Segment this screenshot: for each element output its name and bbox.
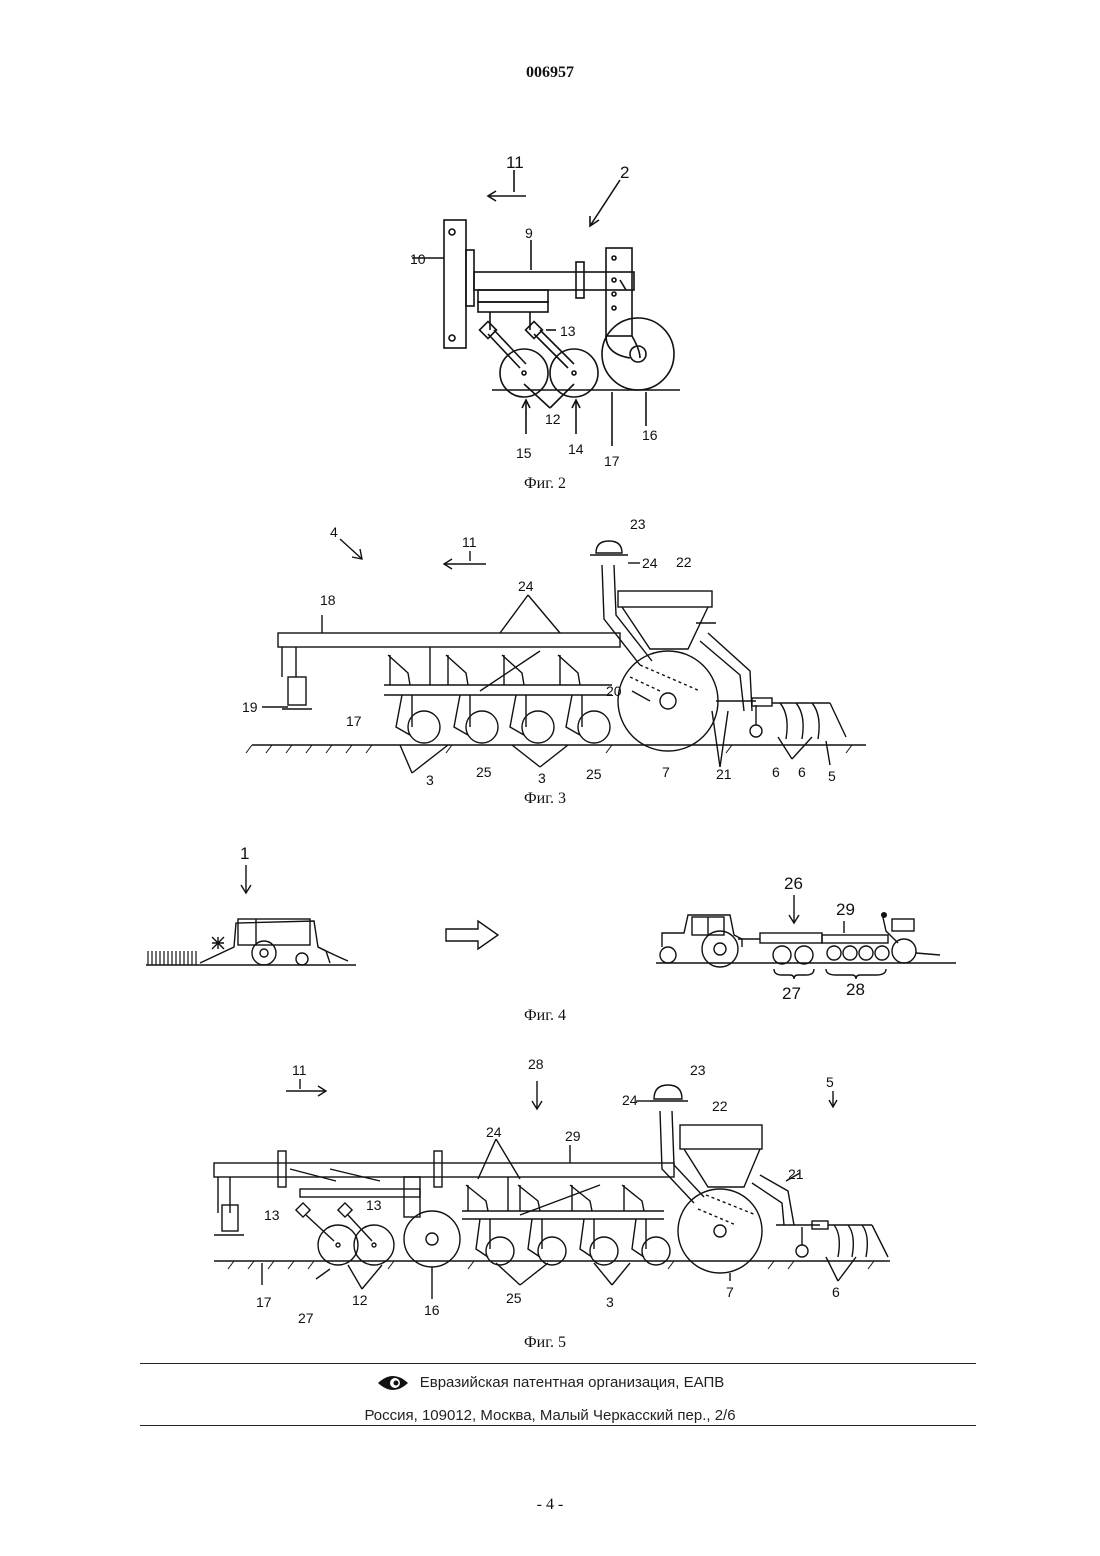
fig4-label-27: 27 [782,984,801,1003]
figure-2-drawing: 11 2 9 10 13 12 15 14 16 17 Фиг. 2 [0,140,1100,500]
fig5-label-25: 25 [506,1290,522,1306]
page-number: - 4 - [0,1496,1100,1514]
fig3-label-3b: 3 [538,770,546,786]
figure-5: 11 28 23 24 22 24 29 21 5 13 13 17 27 12… [0,1045,1100,1355]
fig2-label-17: 17 [604,453,620,469]
fig3-label-17: 17 [346,713,362,729]
fig2-label-13: 13 [560,323,576,339]
fig5-label-6: 6 [832,1284,840,1300]
fig5-caption: Фиг. 5 [524,1334,566,1351]
figure-4-drawing: 1 26 29 27 28 Фиг. 4 [0,835,1100,1030]
fig3-label-24-pipe: 24 [642,555,658,571]
fig3-label-6a: 6 [772,764,780,780]
fig5-label-11: 11 [292,1062,307,1078]
fig5-label-12: 12 [352,1292,368,1308]
figure-3-drawing: 4 11 23 24 22 18 24 20 19 17 3 25 3 25 7… [0,505,1100,810]
fig5-label-3: 3 [606,1294,614,1310]
fig3-label-3a: 3 [426,772,434,788]
fig2-label-16: 16 [642,427,658,443]
fig4-label-26: 26 [784,874,803,893]
fig5-label-13a: 13 [264,1207,280,1223]
fig3-label-19: 19 [242,699,258,715]
figure-4: 1 26 29 27 28 Фиг. 4 [0,835,1100,1030]
fig4-caption: Фиг. 4 [524,1007,566,1024]
fig3-label-4: 4 [330,524,338,540]
fig5-label-7: 7 [726,1284,734,1300]
fig4-label-28: 28 [846,980,865,999]
fig5-label-22: 22 [712,1098,728,1114]
fig2-label-12: 12 [545,411,561,427]
fig5-label-27: 27 [298,1310,314,1326]
fig3-label-7: 7 [662,764,670,780]
fig5-label-23: 23 [690,1062,706,1078]
fig2-label-15: 15 [516,445,532,461]
fig2-label-14: 14 [568,441,584,457]
fig5-label-17: 17 [256,1294,272,1310]
fig2-label-10: 10 [410,251,426,267]
fig3-label-11: 11 [462,534,477,550]
figure-5-drawing: 11 28 23 24 22 24 29 21 5 13 13 17 27 12… [0,1045,1100,1355]
fig5-label-21: 21 [788,1166,804,1182]
fig5-label-16: 16 [424,1302,440,1318]
document-number: 006957 [0,64,1100,82]
fig2-caption: Фиг. 2 [524,475,566,492]
fig4-label-29: 29 [836,900,855,919]
fig3-label-23: 23 [630,516,646,532]
fig2-label-2: 2 [620,163,629,182]
figure-3: 4 11 23 24 22 18 24 20 19 17 3 25 3 25 7… [0,505,1100,810]
fig3-caption: Фиг. 3 [524,790,566,807]
footer-organization: Евразийская патентная организация, ЕАПВ [0,1372,1100,1394]
footer-address: Россия, 109012, Москва, Малый Черкасский… [0,1407,1100,1424]
fig2-label-9: 9 [525,225,533,241]
fig3-label-25a: 25 [476,764,492,780]
footer-bottom-rule [140,1425,976,1426]
footer-organization-text: Евразийская патентная организация, ЕАПВ [420,1374,725,1391]
fig3-label-5: 5 [828,768,836,784]
fig4-label-1: 1 [240,844,249,863]
fig5-label-13b: 13 [366,1197,382,1213]
fig5-label-24: 24 [486,1124,502,1140]
fig3-label-20: 20 [606,683,622,699]
footer-top-rule [140,1363,976,1364]
fig3-label-24: 24 [518,578,534,594]
fig5-label-28: 28 [528,1056,544,1072]
figure-2: 11 2 9 10 13 12 15 14 16 17 Фиг. 2 [0,140,1100,500]
fig5-label-29: 29 [565,1128,581,1144]
fig3-label-22: 22 [676,554,692,570]
fig2-label-11: 11 [506,153,524,172]
fig5-label-24-pipe: 24 [622,1092,638,1108]
fig5-label-5: 5 [826,1074,834,1090]
fig3-label-25b: 25 [586,766,602,782]
eapo-logo-icon [376,1372,410,1394]
fig3-label-6b: 6 [798,764,806,780]
fig3-label-21: 21 [716,766,732,782]
fig3-label-18: 18 [320,592,336,608]
